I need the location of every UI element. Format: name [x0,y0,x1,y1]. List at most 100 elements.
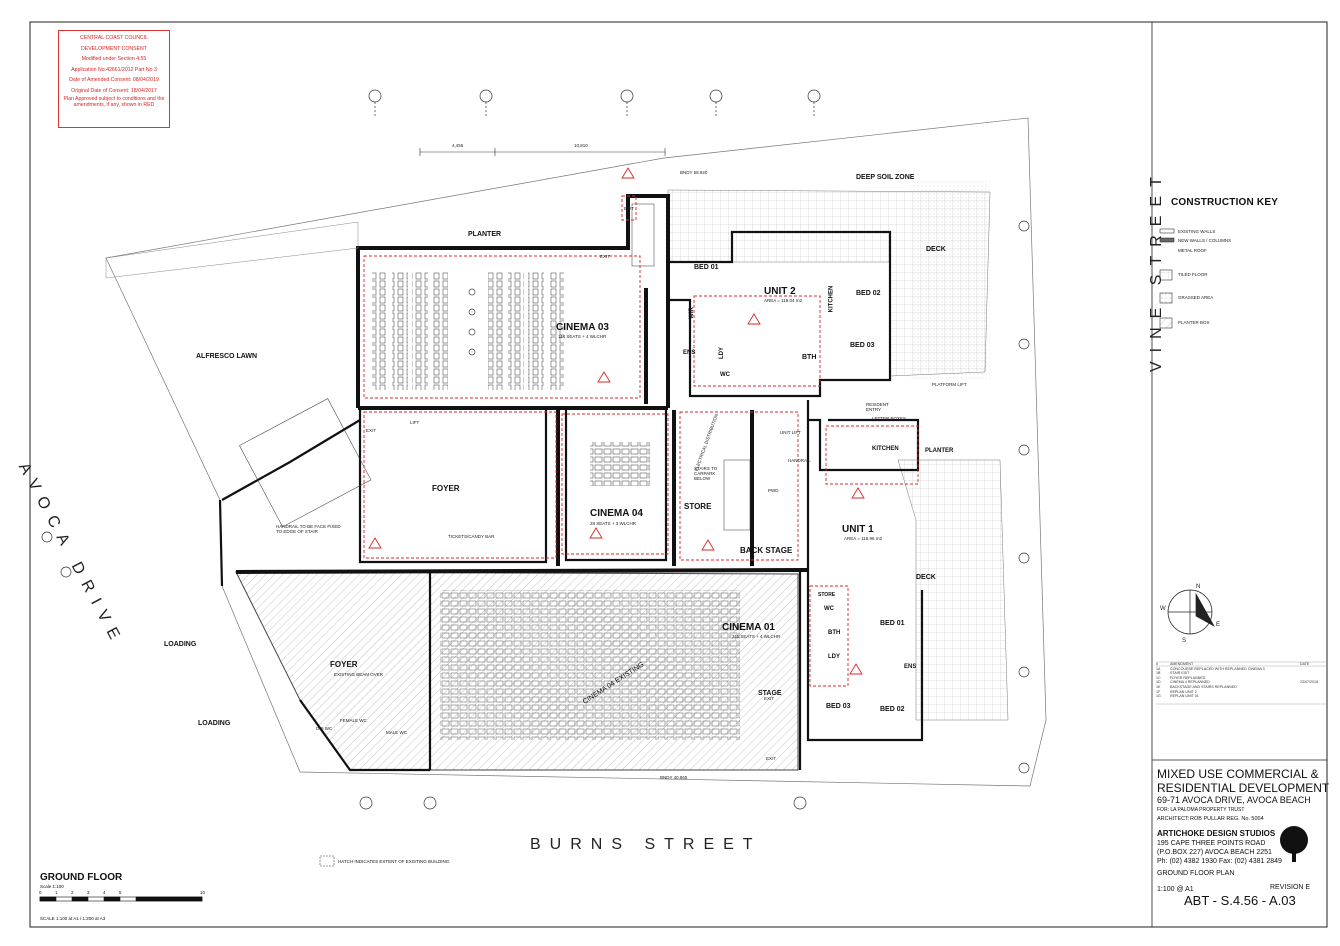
u1-kitchen: KITCHEN [872,446,899,452]
tickets-candy-bar: TICKETS/CANDY BAR [448,534,495,539]
cell: BACKSTAGE AND STAIRS REPLANNED [1170,684,1237,689]
architect-label: ARCHITECT: [1157,816,1190,822]
cell: STAIR EXIT [1170,671,1190,676]
u2-bed-01: BED 01 [694,264,719,271]
revision: REVISION E [1270,884,1311,891]
stamp-line: amendments, if any, shown in RED [73,102,155,108]
cell: 1F [1156,689,1161,694]
amendment-col: AMENDMENT [1170,662,1194,666]
unit-2-area: AREA = 118.04 m2 [764,298,803,303]
key-tiled-floor: TILED FLOOR [1178,272,1208,277]
stamp-line: Date of Amended Consent: 08/04/2019 [69,77,159,83]
key-existing-walls: EXISTING WALLS [1178,229,1216,234]
exit-sign: EXIT [624,206,635,211]
street-burns-street: BURNS STREET [530,836,762,853]
cell: 1E [1156,684,1161,689]
stamp-line: CENTRAL COAST COUNCIL [79,35,149,41]
exit-sign: EXIT [764,696,775,701]
compass-e: E [1216,622,1221,628]
boundary-bottom: BNDY 40.865 [660,775,688,780]
u1-ens: ENS [904,664,917,670]
scale-bar-0: 0 [39,890,42,895]
architect-name: ROB PULLAR REG. No. 5004 [1190,816,1264,822]
amendment-row: 1E BACKSTAGE AND STAIRS REPLANNED [1156,685,1326,690]
amendment-row: 1G REPLAN UNIT 01 [1156,694,1326,699]
amendment-header: # AMENDMENT DATE [1156,662,1326,667]
handrail: HANDRAIL [788,458,811,463]
dis-wc: DIS WC [316,726,333,731]
plan-title: GROUND FLOOR [40,872,123,883]
room-foyer-existing: FOYER [330,660,358,669]
amendment-col: # [1156,662,1158,666]
u1-bed-02: BED 02 [880,706,905,713]
female-wc: FEMALE WC [340,718,367,723]
room-unit-2: UNIT 2 [764,286,796,297]
amendment-row: 1C FOYER REPLANNED [1156,676,1326,681]
project-client: FOR: LA PALOMA PROPERTY TRUST [1157,807,1245,813]
stamp-line: Plan Approved subject to conditions and … [63,96,165,102]
plan-scale: Scale 1:100 [40,884,64,889]
amendment-row: 1A CONCOURSE REPLACED WITH REPLANNED CINE… [1156,667,1326,672]
cell: 1C [1156,675,1161,680]
planter-label: PLANTER [468,231,502,238]
deep-soil-zone: DEEP SOIL ZONE [856,174,915,181]
key-planter-box: PLANTER BOX [1178,320,1210,325]
foyer-beam: EXISTING BEAM OVER [334,672,384,677]
room-back-stage: BACK STAGE [740,546,793,555]
compass-n: N [1196,584,1201,590]
cell: 1D [1156,680,1161,685]
project-title-1: MIXED USE COMMERCIAL & [1157,767,1319,781]
project-address: 69-71 AVOCA DRIVE, AVOCA BEACH [1157,795,1311,805]
cell: CINEMA 4 REPLANNED [1170,680,1210,685]
pwd-label: PWD [768,488,779,493]
u1-deck: DECK [916,574,936,581]
cell: CONCOURSE REPLACED WITH REPLANNED CINEMA… [1170,666,1265,671]
cinema-03-seats: 114 SEATS + 4 WLCHR [558,334,607,339]
boundary-top: BNDY 58.920 [680,170,708,175]
dim-2: 10,810 [574,143,588,148]
scale-bar-10: 10 [200,890,206,895]
room-cinema-03: CINEMA 03 [556,322,609,333]
u2-ldy: LDY [719,347,725,359]
room-store: STORE [684,502,712,511]
stairs-to-carpark: STAIRS TO CARPARK BELOW [694,466,718,481]
street-vine-street: VINE STREET [1148,168,1165,372]
scale-bar-2: 2 [71,890,74,895]
key-metal-roof: METAL ROOF [1178,248,1207,253]
exit-sign: EXIT [600,254,611,259]
handrail-note: HANDRAIL TO BE FACE FIXED TO EDGE OF STA… [276,524,341,534]
scale-note: SCALE 1:100 at A1 / 1:200 at A3 [40,916,106,921]
letter-boxes: LETTER BOXES [872,416,907,421]
cell: FOYER REPLANNED [1170,675,1206,680]
cinema-04-seats: 28 SEATS + 3 WLCHR [590,521,637,526]
u2-bth: BTH [802,354,817,361]
studio-phone: Ph: (02) 4382 1930 Fax: (02) 4381 2849 [1157,858,1282,865]
compass-s: S [1182,638,1187,644]
cell: REPLAN UNIT 01 [1170,694,1199,699]
platform-lift: PLATFORM LIFT [932,382,967,387]
unit-lift: UNIT LIFT [780,430,801,435]
scale-bar-1: 1 [55,890,58,895]
scale-bar-5: 5 [119,890,122,895]
dim-1: 4,455 [452,143,464,148]
key-new-walls: NEW WALLS / COLUMNS [1178,238,1232,243]
cell: 1G [1156,694,1161,699]
u1-ldy: LDY [828,654,840,660]
exit-sign: EXIT [766,756,777,761]
room-cinema-01: CINEMA 01 [722,622,775,633]
sheet-title: GROUND FLOOR PLAN [1157,870,1235,877]
cell: 1A [1156,666,1161,671]
cell: 1B [1156,671,1161,676]
room-stage: STAGE [758,690,782,697]
stamp-line: Application No.42661/2012 Part No 3 [71,66,157,73]
u2-kitchen: KITCHEN [828,285,835,313]
loading-2: LOADING [198,720,231,727]
u2-wir: WIR [688,307,695,319]
u2-bed-03: BED 03 [850,342,875,349]
exit-sign: EXIT [366,428,377,433]
stamp-line: Original Date of Consent: 18/04/2017 [71,87,157,94]
u1-wc: WC [824,606,834,612]
cell: 23/07/2018 [1300,680,1318,685]
